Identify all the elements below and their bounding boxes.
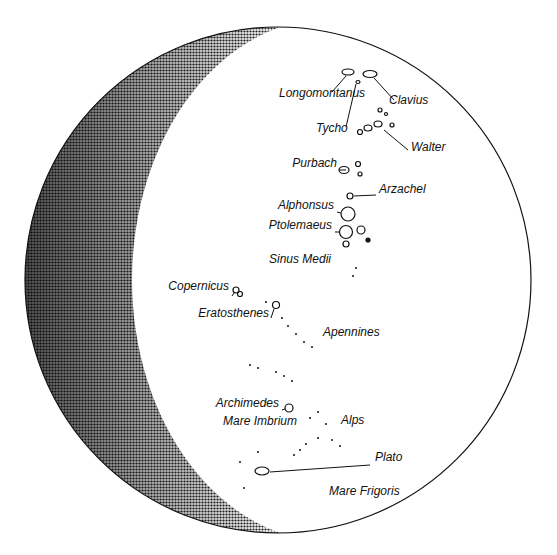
region-label: Sinus Medii bbox=[268, 252, 332, 266]
mountain-label: Alps bbox=[340, 413, 365, 427]
crater-label: Ptolemaeus bbox=[268, 218, 333, 232]
mountain-dots bbox=[239, 267, 357, 489]
leader-lines bbox=[232, 76, 408, 472]
crater-label: Tycho bbox=[315, 121, 349, 135]
mountain-label: Apennines bbox=[322, 325, 381, 339]
crater-label: Alphonsus bbox=[277, 198, 335, 212]
region-label: Mare Frigoris bbox=[328, 484, 401, 498]
crater-label: Longomontanus bbox=[278, 86, 366, 100]
crater-label: Walter bbox=[410, 140, 446, 154]
region-label: Mare Imbrium bbox=[222, 414, 298, 428]
crater-label: Copernicus bbox=[167, 279, 230, 293]
crater-label: Purbach bbox=[291, 156, 338, 170]
moon-outline bbox=[25, 27, 531, 533]
crater-label: Archimedes bbox=[215, 396, 280, 410]
crater-label: Plato bbox=[374, 450, 403, 464]
crater-label: Arzachel bbox=[378, 182, 427, 196]
crater-label: Eratosthenes bbox=[197, 306, 270, 320]
crater-label: Clavius bbox=[388, 93, 429, 107]
